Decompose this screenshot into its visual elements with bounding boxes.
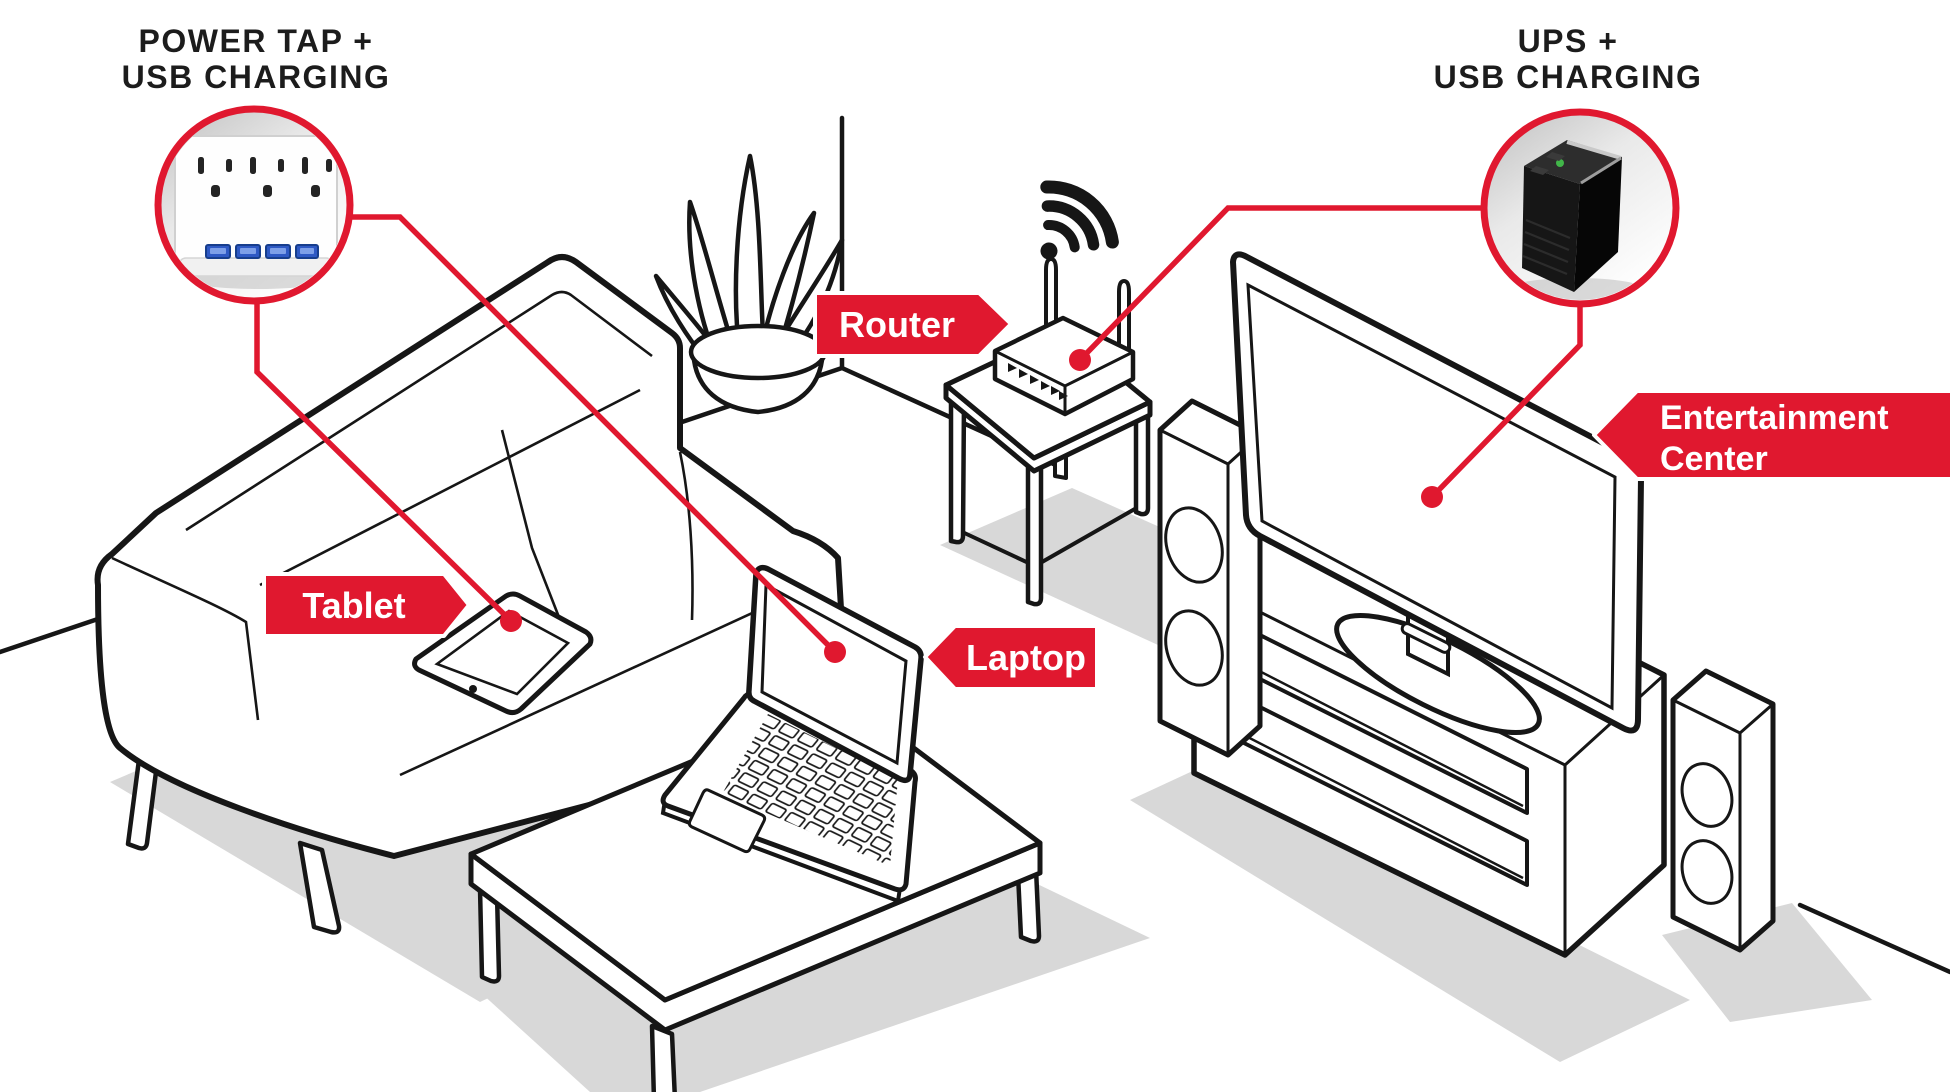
power-tap-device bbox=[174, 135, 342, 289]
router-body-edges bbox=[994, 349, 1134, 414]
leader-line-laptop bbox=[350, 214, 837, 654]
couch-back-inner-line bbox=[185, 290, 653, 532]
tv-logo-slot bbox=[1400, 622, 1452, 654]
tv-dot bbox=[1421, 486, 1443, 508]
ups-callout bbox=[1480, 108, 1680, 308]
laptop bbox=[660, 564, 924, 904]
couch-leg bbox=[125, 749, 161, 851]
entertainment-banner bbox=[1592, 389, 1950, 481]
tv-base-plate bbox=[1334, 612, 1542, 736]
speaker-edges bbox=[1672, 698, 1774, 950]
leader-line-tv bbox=[1430, 306, 1583, 499]
power-tap-title-line2: USB CHARGING bbox=[122, 59, 391, 95]
ups-vents bbox=[1522, 218, 1571, 276]
tablet bbox=[412, 591, 594, 716]
couch-left-arm-inner bbox=[111, 556, 260, 721]
plant-leaf bbox=[687, 199, 739, 361]
speaker-driver bbox=[1164, 506, 1224, 584]
power-tap-title-line1: POWER TAP + bbox=[139, 23, 374, 59]
couch-seat-base-line bbox=[259, 388, 641, 587]
laptop-banner-label: Laptop bbox=[966, 637, 1086, 678]
stand-shelf-line bbox=[1229, 654, 1524, 808]
usb-ports bbox=[205, 244, 319, 259]
router-dot bbox=[1069, 349, 1091, 371]
potted-plant bbox=[653, 153, 845, 415]
side-table-leg bbox=[1133, 406, 1151, 517]
tablet-banner bbox=[262, 572, 471, 638]
router-banner bbox=[813, 291, 1013, 358]
power-outlets bbox=[198, 157, 332, 197]
leader-line-router bbox=[1078, 205, 1484, 362]
side-table-leg bbox=[948, 394, 967, 545]
plant-leaf bbox=[757, 210, 817, 356]
coffee-table-leg bbox=[477, 885, 502, 984]
plant-leaf bbox=[733, 153, 767, 358]
entertainment-banner-line2: Center bbox=[1660, 440, 1768, 478]
left-speaker bbox=[1157, 398, 1263, 758]
entertainment-banner-line1: Entertainment bbox=[1660, 399, 1889, 437]
speaker-driver bbox=[1164, 609, 1224, 687]
laptop-trackpad bbox=[687, 788, 767, 854]
tablet-dot bbox=[500, 610, 522, 632]
router-banner-label: Router bbox=[839, 304, 955, 345]
titles: POWER TAP + USB CHARGING UPS + USB CHARG… bbox=[122, 23, 1703, 95]
plant-pot bbox=[688, 323, 828, 415]
laptop-keyboard bbox=[722, 714, 898, 866]
callout-dots bbox=[500, 349, 1443, 663]
laptop-banner bbox=[923, 624, 1099, 691]
side-table-leg bbox=[1025, 463, 1044, 607]
couch-right-arm-inner bbox=[678, 451, 694, 621]
floor-line-far-right bbox=[1797, 902, 1950, 975]
tablet-screen bbox=[434, 609, 571, 696]
ups-title-line1: UPS + bbox=[1518, 23, 1619, 59]
callout-lines bbox=[254, 205, 1583, 654]
router-leds bbox=[1008, 363, 1068, 400]
ups-outlets bbox=[1530, 152, 1565, 175]
laptop-dot bbox=[824, 641, 846, 663]
speaker-driver bbox=[1680, 762, 1734, 828]
laptop-screen-panel bbox=[760, 582, 908, 766]
tablet-home-button bbox=[469, 685, 477, 693]
couch-back-seam bbox=[500, 429, 564, 626]
right-speaker bbox=[1670, 668, 1776, 953]
side-table-stretchers bbox=[957, 504, 1141, 568]
tablet-banner-label: Tablet bbox=[302, 585, 405, 626]
wifi-router bbox=[992, 180, 1136, 417]
ups-title-line2: USB CHARGING bbox=[1434, 59, 1703, 95]
leader-line-tablet bbox=[254, 304, 513, 623]
power-tap-callout bbox=[154, 105, 354, 305]
speaker-driver bbox=[1680, 839, 1734, 905]
banners: Router Tablet Laptop Entertainment Cente… bbox=[262, 291, 1950, 691]
entertainment-stand bbox=[1191, 486, 1667, 958]
ups-led bbox=[1556, 159, 1564, 167]
couch-seat-front-edge bbox=[399, 590, 799, 777]
coffee-table-leg bbox=[1015, 866, 1042, 944]
coffee-table-leg bbox=[649, 1023, 677, 1092]
stand-shelf-line bbox=[1229, 726, 1524, 880]
couch-leg bbox=[297, 840, 342, 935]
wifi-icon bbox=[1040, 180, 1119, 260]
stand-shadow bbox=[1130, 762, 1690, 1062]
